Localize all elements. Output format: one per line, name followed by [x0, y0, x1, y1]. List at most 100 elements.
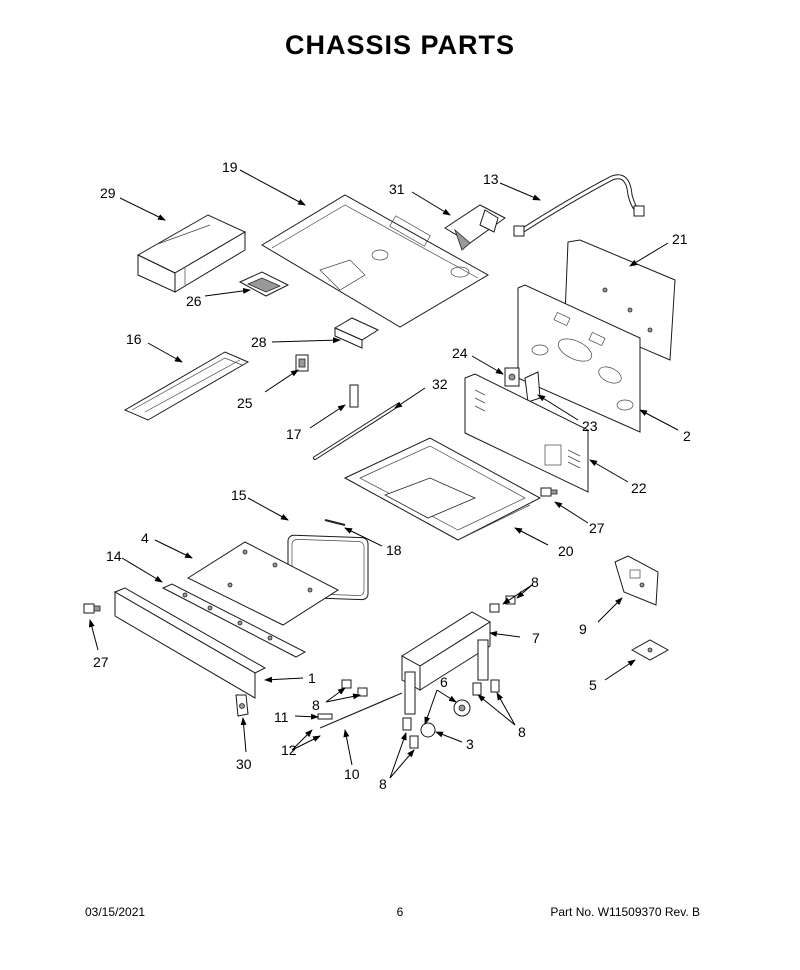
callout-19: 19 — [222, 159, 238, 175]
leader-8-e — [477, 694, 516, 726]
part-9-control-board — [614, 555, 659, 606]
leader-lines — [88, 169, 679, 779]
leader-21 — [629, 242, 669, 267]
leader-11 — [294, 713, 319, 720]
part-2-rear-panel — [517, 284, 641, 433]
callout-23: 23 — [582, 418, 598, 434]
leader-20 — [514, 527, 549, 546]
leader-13 — [499, 182, 541, 201]
part-26-bracket — [238, 271, 290, 297]
callout-5: 5 — [589, 677, 597, 693]
part-32-seal — [313, 403, 400, 460]
part-25-switch — [295, 354, 309, 372]
callout-8-right: 8 — [518, 724, 526, 740]
callout-30: 30 — [236, 756, 252, 772]
leader-2 — [639, 409, 679, 431]
leader-23 — [537, 394, 579, 421]
callout-28: 28 — [251, 334, 267, 350]
part-31-clip — [444, 204, 506, 251]
callout-25: 25 — [237, 395, 253, 411]
leader-6-b — [436, 689, 457, 703]
part-17-bracket — [349, 384, 359, 408]
part-29-bracket — [136, 214, 247, 293]
callout-labels: 29 19 31 13 21 26 28 16 25 24 32 17 23 2… — [93, 159, 691, 792]
part-22-side-panel — [464, 373, 589, 493]
part-8-screws-upper — [341, 595, 516, 697]
callout-31: 31 — [389, 181, 405, 197]
leader-18 — [344, 527, 383, 547]
part-18-hinge — [324, 519, 346, 526]
leader-5 — [604, 659, 636, 681]
leader-19 — [239, 169, 306, 206]
part-7-base-frame — [401, 611, 491, 715]
leader-9 — [597, 597, 623, 623]
footer-part-number: Part No. W11509370 Rev. B — [550, 905, 700, 919]
callout-8-left: 8 — [312, 697, 320, 713]
callout-27-left: 27 — [93, 654, 109, 670]
leader-25 — [264, 369, 299, 393]
leader-8-g — [389, 732, 407, 779]
callout-18: 18 — [386, 542, 402, 558]
part-14-bracket — [161, 583, 307, 658]
part-30-clip — [235, 694, 249, 717]
callout-13: 13 — [483, 171, 499, 187]
callout-9: 9 — [579, 621, 587, 637]
leader-8-b — [516, 584, 533, 599]
leader-1 — [264, 676, 304, 683]
part-21-heat-shield — [564, 239, 676, 361]
callout-8-upper-right: 8 — [531, 574, 539, 590]
page-title: CHASSIS PARTS — [284, 30, 516, 60]
callout-17: 17 — [286, 426, 302, 442]
leader-32 — [394, 387, 426, 409]
leader-8-d — [325, 693, 361, 703]
part-27-screw-right — [540, 487, 558, 497]
part-28-bracket — [333, 317, 380, 349]
callout-8-bottom: 8 — [379, 776, 387, 792]
callout-24: 24 — [452, 345, 468, 361]
leader-6-a — [424, 689, 438, 725]
part-27-screw-left — [83, 603, 101, 614]
leader-22 — [589, 459, 629, 483]
part-8-screws-lower — [402, 679, 500, 749]
callout-26: 26 — [186, 293, 202, 309]
leader-28 — [271, 337, 341, 344]
callout-4: 4 — [141, 530, 149, 546]
part-4-drawer-bottom — [186, 541, 340, 626]
footer-date: 03/15/2021 — [85, 905, 146, 919]
leader-16 — [147, 342, 183, 363]
leader-26 — [204, 287, 251, 297]
part-20-drawer-frame — [343, 437, 542, 541]
callout-6: 6 — [440, 674, 448, 690]
part-11-pin — [317, 713, 333, 720]
leader-27-left — [88, 619, 99, 651]
callout-2: 2 — [683, 428, 691, 444]
leader-8-h — [389, 749, 415, 779]
leader-15 — [247, 497, 289, 521]
leader-12-b — [291, 735, 321, 751]
leader-10 — [343, 729, 353, 766]
leader-27-right — [554, 501, 589, 524]
callout-27-right: 27 — [589, 520, 605, 536]
leader-30 — [240, 717, 247, 753]
leader-12-a — [291, 729, 313, 751]
leader-31 — [411, 191, 451, 216]
part-24-connector — [504, 367, 520, 387]
callout-20: 20 — [558, 543, 574, 559]
part-19-top-panel — [261, 194, 490, 328]
part-10-rod — [319, 692, 403, 729]
leader-4 — [154, 539, 193, 559]
part-23-bracket — [524, 371, 541, 403]
callout-12: 12 — [281, 742, 297, 758]
callout-14: 14 — [106, 548, 122, 564]
callout-29: 29 — [100, 185, 116, 201]
part-1-drawer-front — [113, 587, 267, 699]
callout-16: 16 — [126, 331, 142, 347]
leader-14 — [121, 557, 163, 583]
callout-7: 7 — [532, 630, 540, 646]
leader-8-f — [496, 692, 516, 726]
part-16-rail — [123, 351, 250, 421]
footer-page-number: 6 — [396, 905, 404, 919]
leader-17 — [309, 404, 346, 429]
callout-15: 15 — [231, 487, 247, 503]
